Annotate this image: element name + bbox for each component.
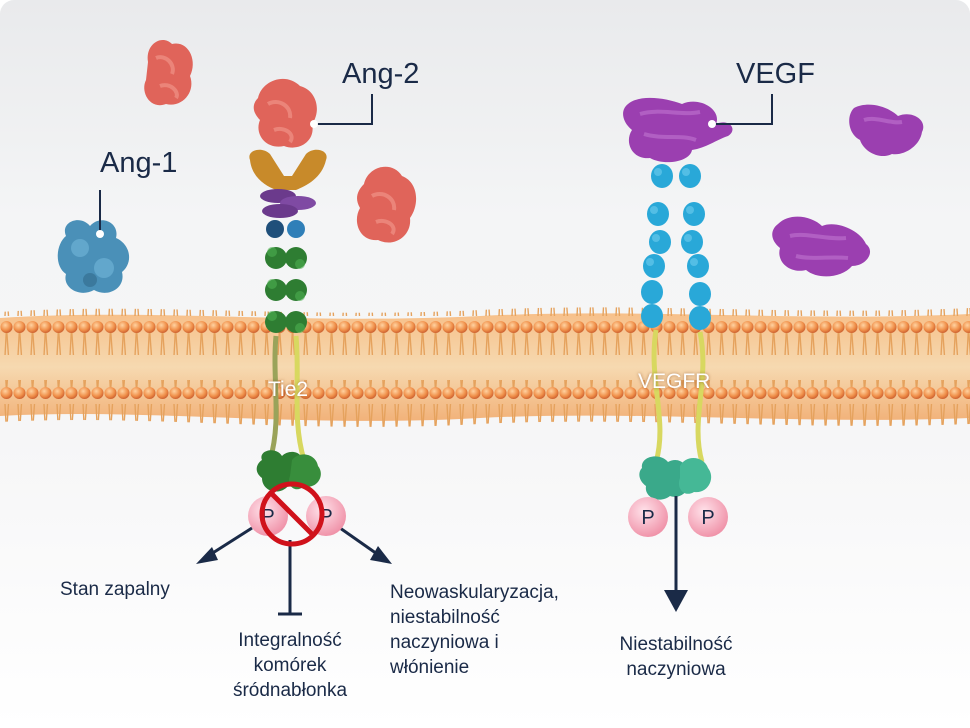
ang2-molecule-free-1 — [144, 40, 193, 106]
ang1-molecule — [57, 220, 130, 293]
vascular-instability-label: Niestabilność naczyniowa — [619, 634, 733, 680]
ang1-callout-dot — [96, 230, 104, 238]
vegf-molecule-free-1 — [849, 104, 924, 157]
inhibition-no-sign — [259, 481, 325, 547]
svg-text:P: P — [641, 507, 654, 529]
ang2-molecule-free-2 — [356, 166, 417, 243]
tie2-signal-arrows — [196, 526, 392, 616]
neovascularization-label: Neowaskularyzacja, niestabilność naczyni… — [390, 582, 559, 678]
ang2-molecule-bound — [253, 78, 317, 148]
ang1-label: Ang-1 — [100, 147, 178, 179]
vegf-callout-dot — [708, 120, 716, 128]
vegfr-label: VEGFR — [638, 370, 711, 393]
phospho-site-vegfr-left: P — [628, 497, 668, 537]
ang2-callout-dot — [310, 120, 318, 128]
vegf-molecule-free-2 — [772, 216, 871, 277]
phospho-site-vegfr-right: P — [688, 497, 728, 537]
vegfr-signal-arrow — [664, 496, 688, 612]
tie2-receptor — [249, 149, 327, 492]
vegfr-receptor — [639, 164, 712, 500]
endothelial-integrity-label: Integralność komórek śródnabłonka — [232, 630, 348, 701]
svg-text:P: P — [701, 507, 714, 529]
vegf-molecule-bound — [623, 97, 733, 163]
tie2-label: Tie2 — [268, 378, 309, 401]
callout-lines — [99, 94, 773, 234]
phospho-site-tie2-right: P — [306, 496, 346, 536]
ang2-label: Ang-2 — [342, 58, 420, 90]
vegf-label: VEGF — [736, 58, 815, 90]
cell-membrane — [0, 307, 970, 427]
inflammation-label: Stan zapalny — [60, 579, 170, 600]
